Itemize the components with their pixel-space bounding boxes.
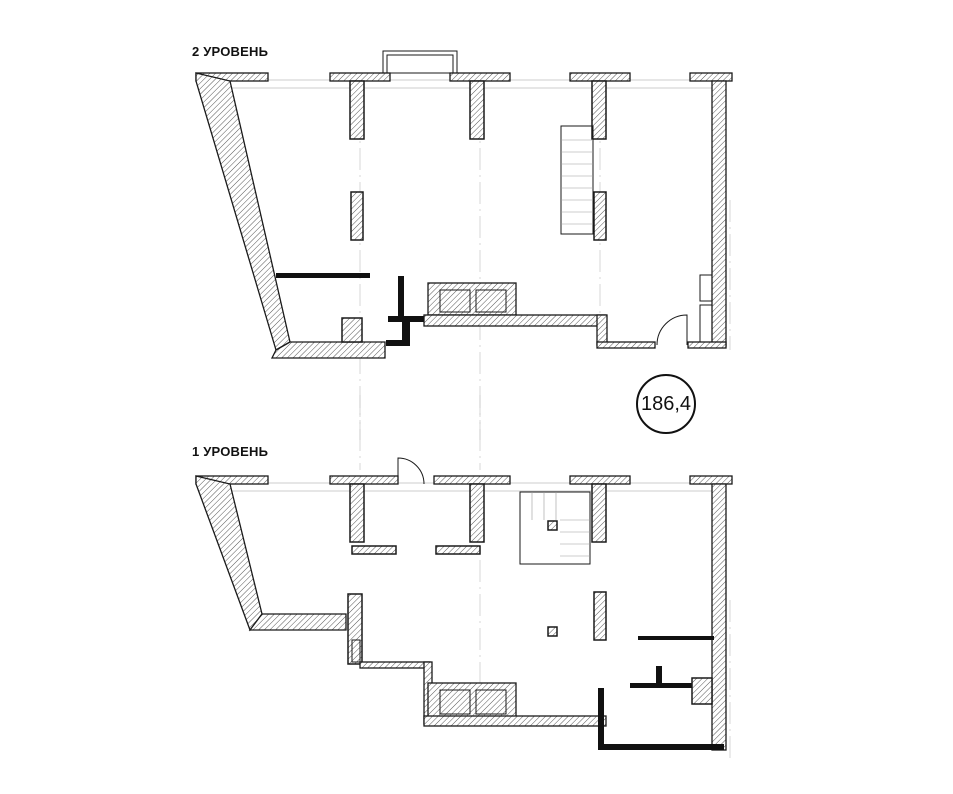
level-1-label: 1 УРОВЕНЬ: [192, 444, 269, 459]
sloped-wall: [195, 72, 386, 359]
columns: [349, 483, 607, 641]
door-swing: [656, 314, 688, 346]
interior-walls: [276, 273, 727, 349]
level-1-plan: [195, 395, 733, 760]
interior-walls: [347, 593, 724, 750]
stair: [519, 491, 591, 565]
top-wall-segments: [195, 72, 733, 82]
right-wall: [711, 483, 727, 751]
stair: [560, 125, 594, 235]
area-value: 186,4: [640, 392, 692, 415]
columns: [349, 80, 607, 241]
axis-lines: [359, 80, 731, 440]
balcony: [382, 50, 458, 74]
right-wall: [699, 80, 727, 347]
level-2-label: 2 УРОВЕНЬ: [192, 44, 269, 59]
area-badge: 186,4: [636, 374, 696, 434]
entry-door: [397, 457, 425, 485]
sloped-wall: [195, 475, 347, 632]
axis-lines: [359, 395, 731, 760]
level-2-plan: [195, 50, 733, 440]
